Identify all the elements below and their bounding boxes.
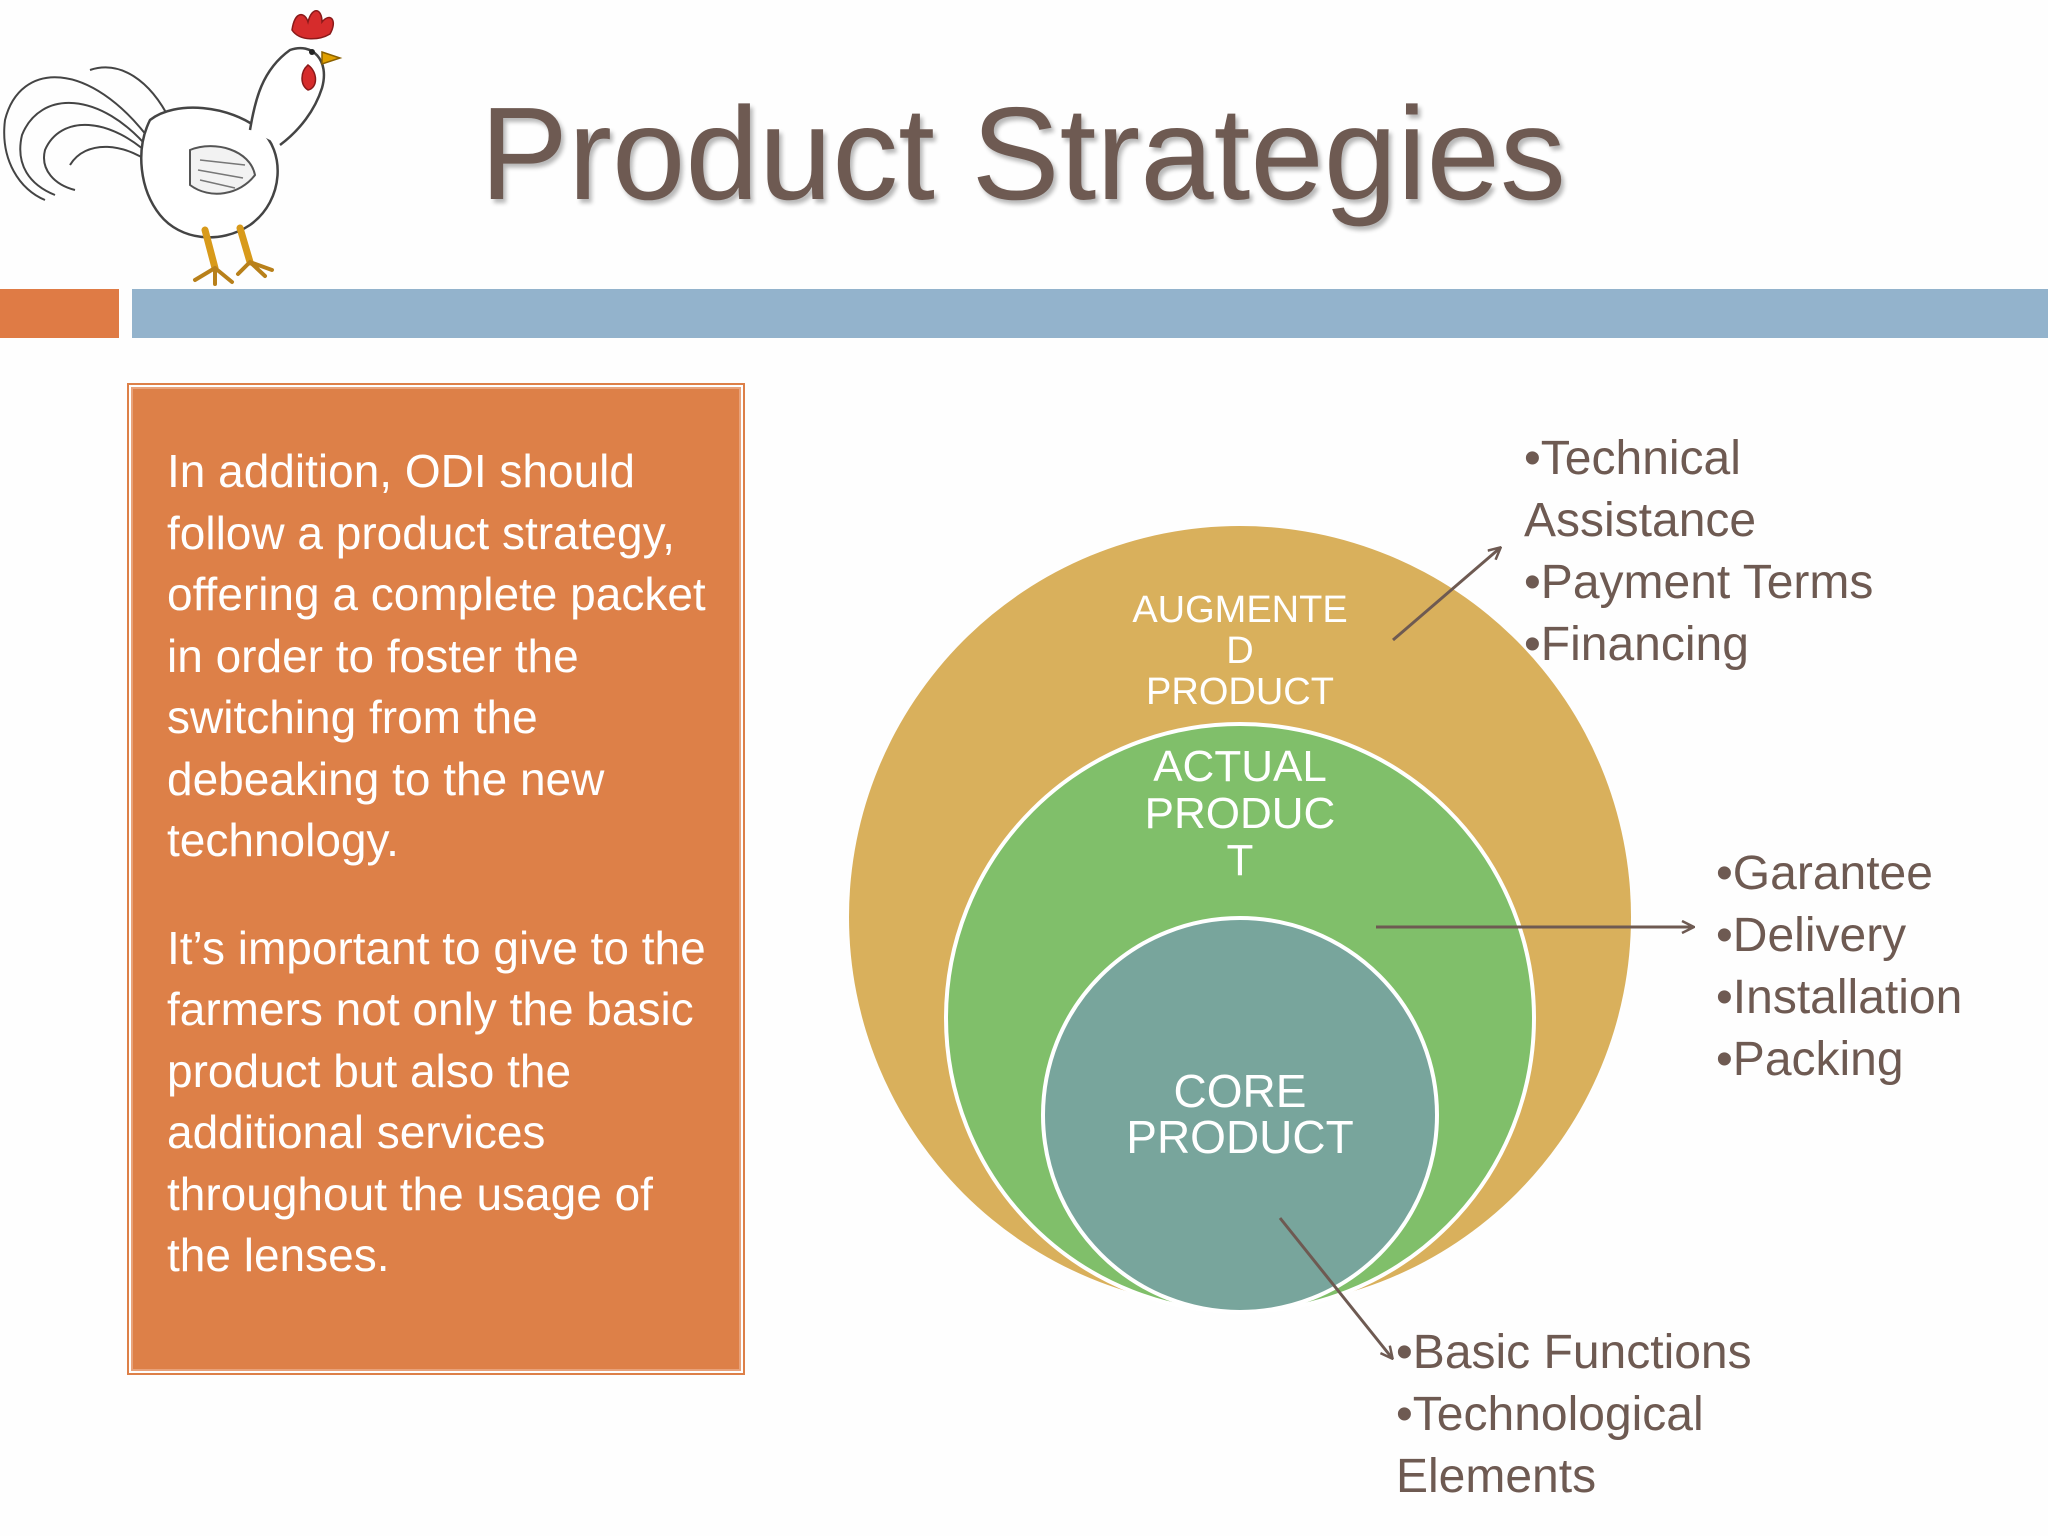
list-item: •Packing bbox=[1716, 1033, 1904, 1086]
list-item: •Installation bbox=[1716, 971, 1963, 1024]
core-product-circle bbox=[1041, 916, 1439, 1314]
list-item: •Delivery bbox=[1716, 909, 1907, 962]
list-item: Assistance bbox=[1524, 494, 1757, 547]
page-title: Product Strategies bbox=[480, 80, 1566, 227]
augmented-items-list: •Technical Assistance •Payment Terms •Fi… bbox=[1524, 428, 1873, 676]
accent-bar-orange bbox=[0, 289, 119, 338]
list-item: •Garantee bbox=[1716, 847, 1933, 900]
core-items-list: •Basic Functions •Technological Elements bbox=[1396, 1322, 1752, 1508]
augmented-product-label: AUGMENTE D PRODUCT bbox=[1100, 590, 1380, 713]
list-item: •Payment Terms bbox=[1524, 556, 1874, 609]
list-item: •Technical bbox=[1524, 432, 1741, 485]
accent-bar-blue bbox=[132, 289, 2048, 338]
actual-items-list: •Garantee •Delivery •Installation •Packi… bbox=[1716, 843, 1962, 1091]
list-item: Elements bbox=[1396, 1450, 1597, 1503]
list-item: •Basic Functions bbox=[1396, 1326, 1752, 1379]
core-product-label: CORE PRODUCT bbox=[1090, 1068, 1390, 1160]
augmented-label-line: D bbox=[1226, 630, 1254, 672]
actual-label-line: ACTUAL bbox=[1153, 742, 1327, 791]
description-paragraph-1: In addition, ODI should follow a product… bbox=[167, 445, 706, 866]
actual-label-line: T bbox=[1226, 836, 1254, 885]
list-item: •Financing bbox=[1524, 618, 1749, 671]
description-paragraph-2: It’s important to give to the farmers no… bbox=[167, 921, 706, 1282]
augmented-label-line: PRODUCT bbox=[1146, 671, 1334, 713]
description-box: In addition, ODI should follow a product… bbox=[127, 383, 745, 1375]
augmented-label-line: AUGMENTE bbox=[1132, 589, 1348, 631]
core-label-line: CORE bbox=[1173, 1065, 1307, 1117]
actual-label-line: PRODUC bbox=[1144, 789, 1336, 838]
list-item: •Technological bbox=[1396, 1388, 1704, 1441]
core-arrow bbox=[1278, 1217, 1392, 1358]
actual-product-label: ACTUAL PRODUC T bbox=[1100, 743, 1380, 884]
rooster-icon bbox=[3, 10, 343, 286]
augmented-arrow bbox=[1392, 548, 1500, 642]
core-label-line: PRODUCT bbox=[1126, 1111, 1354, 1163]
